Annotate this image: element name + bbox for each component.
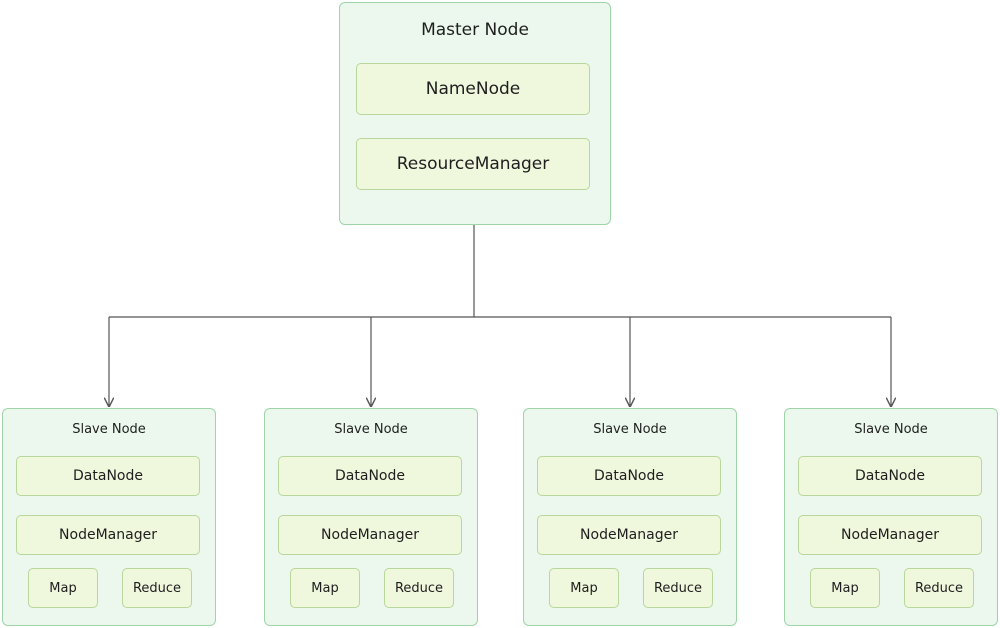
reduce-task-block: Reduce — [643, 568, 713, 608]
reduce-task-block: Reduce — [904, 568, 974, 608]
datanode-block: DataNode — [16, 456, 200, 496]
datanode-block: DataNode — [278, 456, 462, 496]
reduce-task-block: Reduce — [122, 568, 192, 608]
slave-node-title: Slave Node — [593, 422, 667, 437]
resourcemanager-block: ResourceManager — [356, 138, 590, 190]
nodemanager-block: NodeManager — [278, 515, 462, 555]
slave-node-1: Slave Node DataNode NodeManager Map Redu… — [2, 408, 216, 626]
slave-node-2: Slave Node DataNode NodeManager Map Redu… — [264, 408, 478, 626]
slave-node-title: Slave Node — [334, 422, 408, 437]
map-task-block: Map — [549, 568, 619, 608]
datanode-block: DataNode — [798, 456, 982, 496]
map-task-block: Map — [810, 568, 880, 608]
reduce-task-block: Reduce — [384, 568, 454, 608]
map-task-block: Map — [28, 568, 98, 608]
slave-node-title: Slave Node — [854, 422, 928, 437]
master-node-title: Master Node — [421, 20, 529, 40]
slave-node-3: Slave Node DataNode NodeManager Map Redu… — [523, 408, 737, 626]
map-task-block: Map — [290, 568, 360, 608]
master-node: Master Node NameNode ResourceManager — [339, 2, 611, 225]
nodemanager-block: NodeManager — [537, 515, 721, 555]
slave-node-title: Slave Node — [72, 422, 146, 437]
nodemanager-block: NodeManager — [16, 515, 200, 555]
slave-node-4: Slave Node DataNode NodeManager Map Redu… — [784, 408, 998, 626]
datanode-block: DataNode — [537, 456, 721, 496]
namenode-block: NameNode — [356, 63, 590, 115]
nodemanager-block: NodeManager — [798, 515, 982, 555]
